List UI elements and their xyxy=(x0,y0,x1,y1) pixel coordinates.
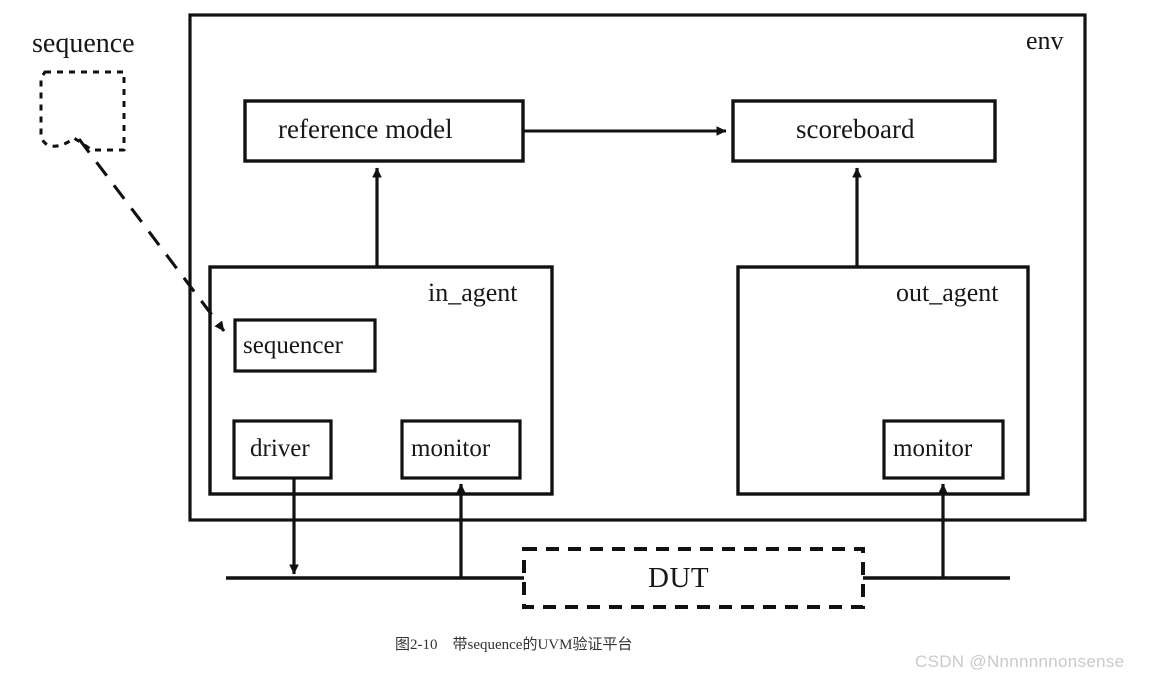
reference-model-box xyxy=(243,99,525,163)
watermark-text: CSDN @Nnnnnnnonsense xyxy=(915,652,1125,671)
out-monitor-box xyxy=(882,419,1005,480)
sequence-callout-shape xyxy=(39,70,126,152)
driver-box xyxy=(232,419,333,480)
figure-caption: 图2-10 带sequence的UVM验证平台 xyxy=(395,637,633,653)
out-agent-container-box xyxy=(736,265,1030,496)
sequence-to-sequencer-arrow xyxy=(77,138,226,332)
sequencer-box xyxy=(233,318,377,373)
scoreboard-box xyxy=(731,99,997,163)
in-monitor-box xyxy=(400,419,522,480)
dut-box xyxy=(522,547,865,609)
in-agent-container-box xyxy=(208,265,554,496)
env-container-box xyxy=(188,13,1087,522)
